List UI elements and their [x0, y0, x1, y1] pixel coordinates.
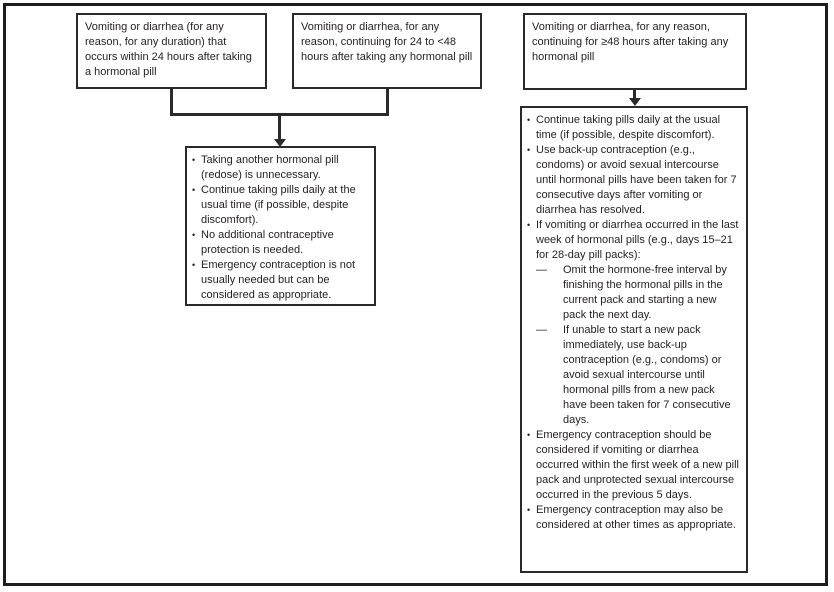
- connector-horizontal: [170, 113, 389, 116]
- list-subitem: — If unable to start a new pack immediat…: [527, 323, 741, 428]
- figure-border: [3, 3, 828, 586]
- condition-box-24-to-48h-text: Vomiting or diarrhea, for any reason, co…: [301, 21, 473, 63]
- list-item-text: Emergency contraception should be consid…: [536, 429, 739, 501]
- connector-arrow-shaft-middle: [278, 116, 281, 140]
- connector-middle-vertical: [386, 89, 389, 116]
- list-item-text: No additional contraceptive protection i…: [201, 229, 334, 256]
- bullet-marker-icon: •: [527, 430, 531, 440]
- list-item: • Emergency contraception should be cons…: [527, 428, 741, 503]
- arrow-down-icon-middle: [274, 139, 286, 147]
- list-item-text: Taking another hormonal pill (redose) is…: [201, 154, 339, 181]
- condition-box-within-24h-text: Vomiting or diarrhea (for any reason, fo…: [85, 21, 252, 78]
- condition-box-48h-or-more: Vomiting or diarrhea, for any reason, co…: [523, 13, 747, 90]
- list-item: • Emergency contraception may also be co…: [527, 503, 741, 533]
- condition-box-24-to-48h: Vomiting or diarrhea, for any reason, co…: [292, 13, 482, 89]
- bullet-marker-icon: •: [192, 185, 196, 195]
- bullet-marker-icon: •: [527, 220, 531, 230]
- list-item-text: If vomiting or diarrhea occurred in the …: [536, 219, 739, 261]
- condition-box-within-24h: Vomiting or diarrhea (for any reason, fo…: [76, 13, 267, 89]
- dash-marker-icon: —: [536, 324, 547, 336]
- list-item: • No additional contraceptive protection…: [192, 228, 369, 258]
- list-item: • Taking another hormonal pill (redose) …: [192, 153, 369, 183]
- list-item: • Emergency contraception is not usually…: [192, 258, 369, 303]
- list-item: • Continue taking pills daily at the usu…: [527, 113, 741, 143]
- bullet-marker-icon: •: [527, 145, 531, 155]
- dash-marker-icon: —: [536, 264, 547, 276]
- list-subitem-text: Omit the hormone-free interval by finish…: [563, 264, 727, 321]
- list-item-text: Continue taking pills daily at the usual…: [536, 114, 721, 141]
- bullet-marker-icon: •: [527, 505, 531, 515]
- list-item: • Continue taking pills daily at the usu…: [192, 183, 369, 228]
- connector-left-vertical: [170, 89, 173, 116]
- list-item: • Use back-up contraception (e.g., condo…: [527, 143, 741, 218]
- list-item-text: Use back-up contraception (e.g., condoms…: [536, 144, 737, 216]
- recommendation-box-short: • Taking another hormonal pill (redose) …: [185, 146, 376, 306]
- arrow-down-icon-right: [629, 98, 641, 106]
- bullet-marker-icon: •: [192, 155, 196, 165]
- condition-box-48h-or-more-text: Vomiting or diarrhea, for any reason, co…: [532, 21, 729, 63]
- list-item-text: Emergency contraception may also be cons…: [536, 504, 736, 531]
- recommendation-box-extended: • Continue taking pills daily at the usu…: [520, 106, 748, 573]
- bullet-marker-icon: •: [527, 115, 531, 125]
- list-subitem: — Omit the hormone-free interval by fini…: [527, 263, 741, 323]
- connector-arrow-shaft-right: [633, 90, 636, 99]
- bullet-marker-icon: •: [192, 260, 196, 270]
- bullet-marker-icon: •: [192, 230, 196, 240]
- list-item: • If vomiting or diarrhea occurred in th…: [527, 218, 741, 263]
- list-item-text: Continue taking pills daily at the usual…: [201, 184, 356, 226]
- list-subitem-text: If unable to start a new pack immediatel…: [563, 324, 731, 426]
- list-item-text: Emergency contraception is not usually n…: [201, 259, 356, 301]
